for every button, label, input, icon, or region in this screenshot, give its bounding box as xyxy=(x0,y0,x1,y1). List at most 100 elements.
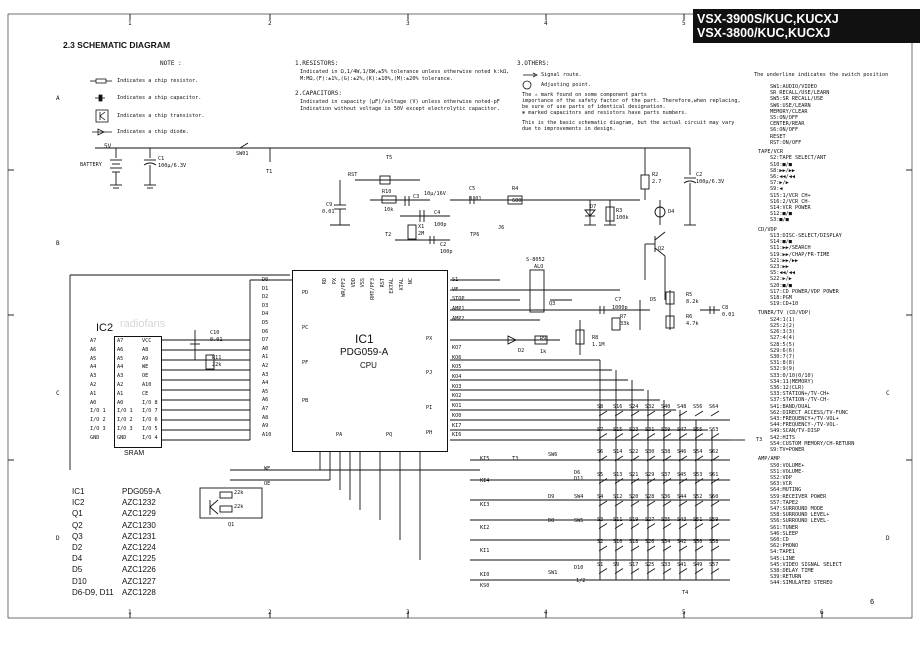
t3-label: T3 xyxy=(512,456,519,462)
ic2-right-pin-inner: OE xyxy=(142,373,149,380)
matrix-switch-label: S48 xyxy=(677,404,687,410)
ic2-left-pin-inner: GND xyxy=(117,434,127,441)
matrix-switch-label: S1 xyxy=(597,561,604,568)
ki2-label: KI2 xyxy=(480,525,490,531)
note-chip-transistor: Indicates a chip transistor. xyxy=(117,113,205,119)
ic2-left-pin-label: I/O 3 xyxy=(90,426,106,432)
switch-legend-item: MEMORY/CLEAR xyxy=(770,108,808,115)
switch-legend-item: SR RECALL/USE/LEARN xyxy=(770,90,830,97)
switch-legend-item: S10:■/■ xyxy=(770,161,792,168)
matrix-switch-contact xyxy=(694,545,704,552)
ic2-left-pin-inner: I/O 2 xyxy=(117,417,133,424)
ic1-top-pin-label: WR/PF2 xyxy=(341,278,348,297)
switch-legend-item: S64:MUTING xyxy=(770,487,802,494)
col-label-1-bottom: 1 xyxy=(128,609,132,616)
matrix-switch-label: S54 xyxy=(693,449,703,455)
col-label-5: 5 xyxy=(682,20,686,27)
parts-list-ref: IC2 xyxy=(72,498,85,508)
ic1-top-pin-label: XTAL xyxy=(398,278,405,291)
switch-legend-item: S2:TAPE SELECT/ANT xyxy=(770,155,827,162)
ic1-port-label: PC xyxy=(302,325,309,331)
ic2-left-pin-inner: A3 xyxy=(117,373,124,380)
ic1-left-pin-label: A0 xyxy=(262,345,269,352)
matrix-switch-contact xyxy=(598,455,608,462)
s8052-sub: ALO xyxy=(534,264,544,270)
matrix-switch-label: S36 xyxy=(661,494,671,500)
matrix-switch-label: S29 xyxy=(645,471,655,478)
switch-legend-item: S42:HITS xyxy=(770,434,795,441)
matrix-switch-contact xyxy=(678,410,688,417)
switch-legend-item: S36:12(CLR) xyxy=(770,385,805,391)
ki5-label: KI5 xyxy=(480,456,490,462)
ic2-left-pin-label: A6 xyxy=(90,346,97,353)
ic1-left-pin-label: A8 xyxy=(262,414,269,421)
switch-legend-item: S33:0/10(0/10) xyxy=(770,372,814,379)
matrix-switch-contact xyxy=(710,568,720,574)
ic2-left-pin-label: A1 xyxy=(90,390,97,397)
ic1-top-pin-label: RD xyxy=(322,278,328,285)
ic1-port-label: PI xyxy=(426,405,433,411)
matrix-switch-label: S15 xyxy=(613,426,623,433)
matrix-switch-contact xyxy=(662,478,672,484)
c10-label: C10 xyxy=(210,330,220,336)
matrix-switch-label: S45 xyxy=(677,471,687,478)
matrix-switch-contact xyxy=(614,500,624,507)
matrix-switch-contact xyxy=(662,410,672,417)
switch-legend-item: S50:VOLUME+ xyxy=(770,462,805,469)
parts-list-part: AZC1229 xyxy=(122,509,156,519)
matrix-switch-label: S14 xyxy=(613,449,623,455)
matrix-switch-contact xyxy=(646,410,656,417)
switch-legend-item: S11:▶▶/SEARCH xyxy=(770,245,811,252)
ic1-right-pin-label: KO2 xyxy=(452,393,462,400)
matrix-switch-contact xyxy=(678,523,688,529)
ic1-top-pin-label: PX xyxy=(331,278,338,285)
c2-value: 100p xyxy=(440,249,453,255)
matrix-switch-label: S52 xyxy=(693,494,703,500)
ic2-left-pin-inner: A6 xyxy=(117,346,124,353)
matrix-switch-contact xyxy=(598,545,608,552)
matrix-switch-contact xyxy=(630,568,640,574)
r9-value: 1k xyxy=(540,349,547,355)
matrix-switch-contact xyxy=(710,478,720,484)
r3-label: R3 xyxy=(616,208,623,214)
switch-legend-item: S14:■/■ xyxy=(770,239,792,246)
matrix-switch-label: S3 xyxy=(597,516,604,523)
r4-label: R4 xyxy=(512,186,519,192)
rst-label: RST xyxy=(348,172,358,178)
switch-legend-item: S9:◀ xyxy=(770,186,783,193)
others-note-line-5: be sure of use parts of identical design… xyxy=(522,104,666,110)
matrix-switch-contact xyxy=(678,500,688,507)
c3-value: 10µ/16V xyxy=(424,191,446,197)
ks0-label: KS0 xyxy=(480,583,490,589)
ic2-ref: IC2 xyxy=(96,322,114,334)
ic1-port-label: PJ xyxy=(426,370,433,376)
ic1-desc: CPU xyxy=(360,361,377,370)
d10-sub: 1/2 xyxy=(576,578,586,584)
t4-label: T4 xyxy=(682,590,689,596)
ic2-right-pin-inner: I/O 7 xyxy=(142,408,158,415)
parts-list-part: AZC1232 xyxy=(122,498,156,508)
c2-label: C2 xyxy=(440,242,447,248)
switch-legend-item: S24:1(1) xyxy=(770,316,795,323)
ic1-left-pin-label: D5 xyxy=(262,320,269,326)
switch-legend-item: S44:SIMULATED STEREO xyxy=(770,580,833,587)
d11-label: D11 xyxy=(574,476,584,482)
ic2-left-pin-label: A0 xyxy=(90,399,97,406)
matrix-switch-contact xyxy=(678,545,688,552)
r11-value: 22k xyxy=(212,362,222,368)
ic1-port-label: PD xyxy=(302,290,309,296)
col-label-4-bottom: 4 xyxy=(544,609,548,616)
switch-legend-item: S12:■/■ xyxy=(770,211,792,218)
matrix-switch-contact xyxy=(598,478,608,484)
ic2-right-pin-inner: CE xyxy=(142,390,149,397)
switch-legend-item: S62:DIRECT ACCESS/TV-FUNC xyxy=(770,409,849,416)
ic2-left-pin-inner: A1 xyxy=(117,390,124,397)
matrix-switch-label: S37 xyxy=(661,471,671,478)
sw6-label: SW6 xyxy=(548,452,558,458)
note-chip-resistor: Indicates a chip resistor. xyxy=(117,78,199,84)
matrix-switch-contact xyxy=(710,523,720,529)
ic2-left-pin-label: A7 xyxy=(90,338,97,344)
parts-list-ref: D4 xyxy=(72,554,83,564)
parts-list-ref: IC1 xyxy=(72,487,85,496)
matrix-switch-label: S33 xyxy=(661,561,671,568)
